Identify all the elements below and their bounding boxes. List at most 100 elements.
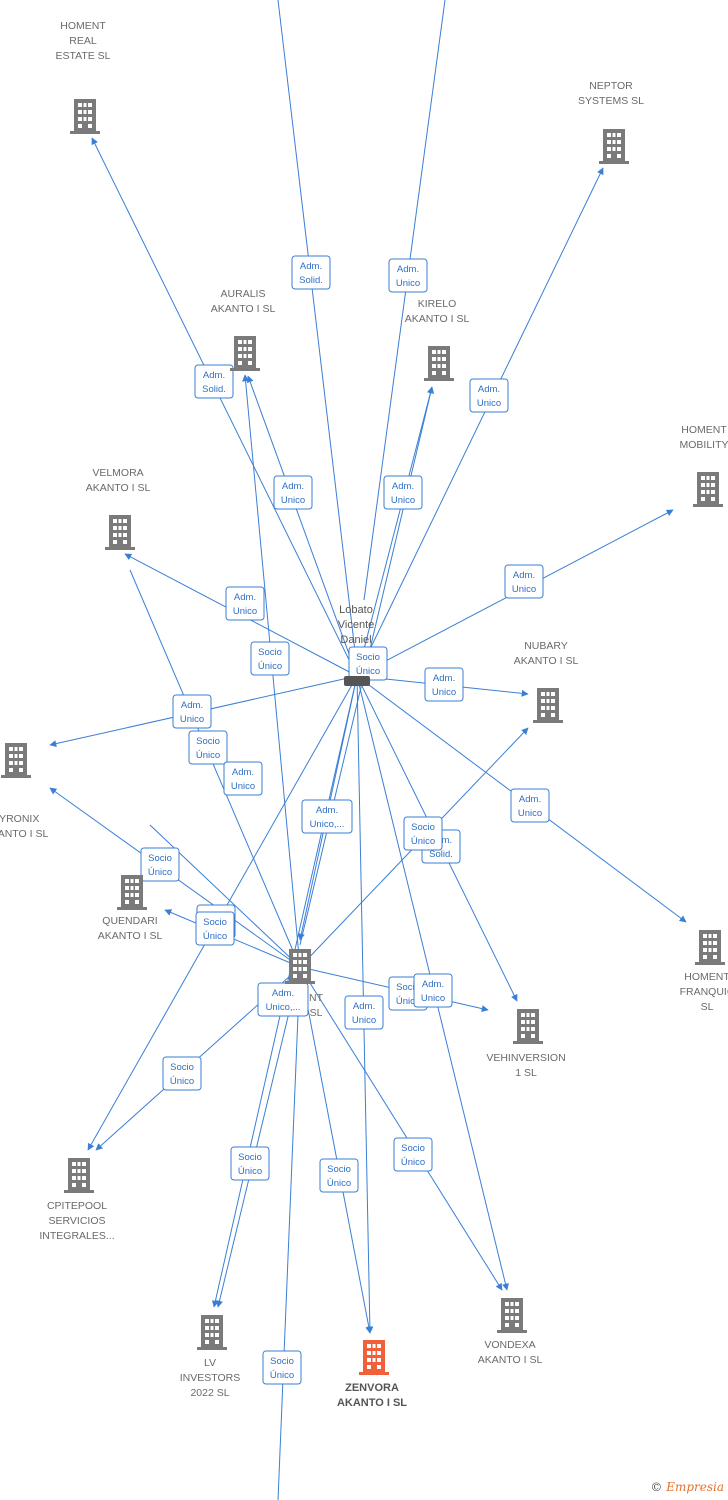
edge-label-text: Unico bbox=[518, 808, 542, 819]
edge-line bbox=[216, 966, 301, 1308]
edge-label-text: Solid. bbox=[429, 849, 453, 860]
edge-label-text: Adm. bbox=[282, 481, 304, 492]
company-name: 1 SL bbox=[515, 1067, 537, 1079]
building-icon bbox=[117, 875, 147, 910]
edge-labels: Adm.Solid.Adm.UnicoAdm.Solid.Adm.UnicoAd… bbox=[140, 255, 550, 1385]
edge-label[interactable]: Adm.Unico bbox=[424, 667, 464, 702]
company-name: ZENVORA bbox=[345, 1382, 399, 1394]
edge-label-text: Adm. bbox=[316, 805, 338, 816]
person-name: Daniel bbox=[340, 634, 371, 646]
edge-label-text: Adm. bbox=[519, 794, 541, 805]
company-name: AKANTO I SL bbox=[337, 1397, 407, 1409]
edge-label[interactable]: Adm. Unico bbox=[225, 586, 265, 621]
edge-label-text: Único bbox=[401, 1157, 425, 1168]
edge-label-text: Socio bbox=[411, 822, 435, 833]
company-name: FRANQUIC bbox=[680, 986, 728, 998]
edge-label-text: Adm. bbox=[353, 1001, 375, 1012]
edge-label-text: Unico bbox=[180, 714, 204, 725]
edge-label-text: Único bbox=[203, 931, 227, 942]
brand-logo[interactable]: Empresia bbox=[666, 1480, 724, 1494]
building-icon bbox=[693, 472, 723, 507]
edge-label[interactable]: Adm.Unico bbox=[273, 475, 313, 510]
edge-label[interactable]: Adm.Unico bbox=[344, 995, 384, 1030]
company-node-homent_franq[interactable]: HOMENTFRANQUICSL bbox=[680, 930, 728, 1013]
company-name: TYRONIX bbox=[0, 813, 39, 825]
edge-label-text: Adm. bbox=[422, 979, 444, 990]
person-icon bbox=[344, 676, 370, 686]
company-name: ESTATE SL bbox=[55, 50, 110, 62]
company-name: VONDEXA bbox=[484, 1339, 535, 1351]
company-name: QUENDARI bbox=[102, 915, 157, 927]
edge-label-text: Socio bbox=[401, 1143, 425, 1154]
building-icon bbox=[695, 930, 725, 965]
edge-label[interactable]: Adm.Unico bbox=[469, 378, 509, 413]
company-name: AKANTO I SL bbox=[514, 655, 579, 667]
edge-label-text: Unico bbox=[233, 606, 257, 617]
building-icon bbox=[533, 688, 563, 723]
company-name: AKANTO I SL bbox=[98, 930, 163, 942]
edge-label[interactable]: Adm.Unico bbox=[383, 475, 423, 510]
company-name: NUBARY bbox=[524, 640, 568, 652]
edge-label-text: Unico bbox=[391, 495, 415, 506]
edge-label-text: Socio bbox=[196, 736, 220, 747]
company-node-cpitepool[interactable]: CPITEPOOLSERVICIOSINTEGRALES... bbox=[39, 1158, 115, 1242]
edge-label-text: Único bbox=[148, 867, 172, 878]
edge-label[interactable]: Adm.Solid. bbox=[291, 255, 331, 290]
edge-label-text: Socio bbox=[396, 982, 420, 993]
edge-label-text: Adm. bbox=[478, 384, 500, 395]
edge-label-text: Socio bbox=[327, 1164, 351, 1175]
edge-label[interactable]: Adm.Unico,... bbox=[257, 982, 309, 1017]
company-node-quendari[interactable]: QUENDARI AKANTO I SL bbox=[98, 875, 163, 942]
edge-label[interactable]: Adm.Unico,... bbox=[301, 799, 353, 834]
building-icon bbox=[424, 346, 454, 381]
company-name: MOBILITY bbox=[679, 439, 728, 451]
company-name: AKANTO I SL bbox=[405, 313, 470, 325]
edge-label-text: Adm. bbox=[203, 370, 225, 381]
edge-label[interactable]: Adm.Unico bbox=[388, 258, 428, 293]
company-name: AURALIS bbox=[221, 288, 266, 300]
edge-label[interactable]: Adm.Solid. bbox=[194, 364, 234, 399]
building-icon bbox=[359, 1340, 389, 1375]
edge-label-text: Adm. bbox=[272, 988, 294, 999]
edge-label-text: Único bbox=[170, 1076, 194, 1087]
edge-label[interactable]: Adm.Unico bbox=[223, 761, 263, 796]
edge-label[interactable]: Adm.Unico bbox=[413, 973, 453, 1008]
company-name: 2022 SL bbox=[190, 1387, 229, 1399]
company-name: SYSTEMS SL bbox=[578, 95, 644, 107]
edge-line bbox=[277, 0, 358, 669]
edge-line bbox=[149, 824, 301, 968]
company-node-nubary[interactable]: NUBARY AKANTO I SL bbox=[514, 640, 579, 723]
edge-label[interactable]: Adm. Unico bbox=[510, 788, 550, 823]
company-node-zenvora[interactable]: ZENVORA AKANTO I SL bbox=[337, 1340, 407, 1409]
edge-label[interactable]: Adm.Unico bbox=[504, 564, 544, 599]
company-node-tyronix[interactable]: TYRONIXAKANTO I SL bbox=[0, 743, 48, 840]
edge-label-text: Único bbox=[238, 1166, 262, 1177]
edge-label[interactable]: Adm.Unico bbox=[172, 694, 212, 729]
edge-label-text: Único bbox=[411, 836, 435, 847]
edge-label-text: Adm. bbox=[234, 592, 256, 603]
building-icon bbox=[513, 1009, 543, 1044]
